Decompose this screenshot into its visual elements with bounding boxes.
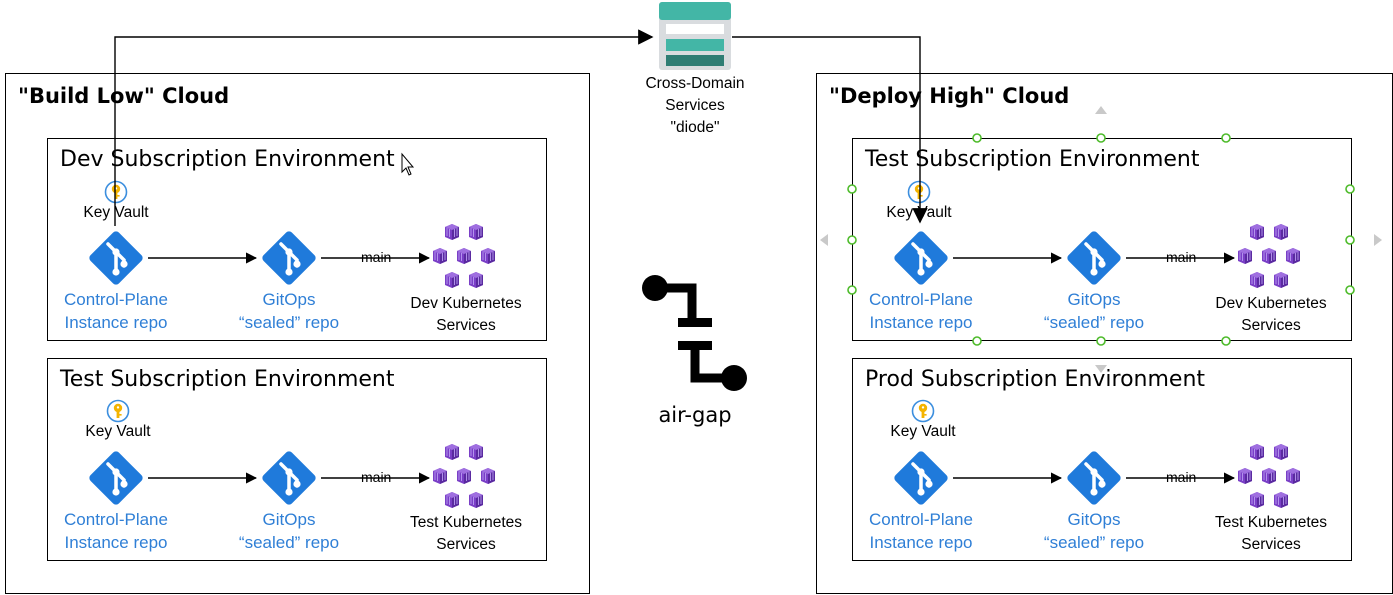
k8s-label: Test Kubernetes [1214, 514, 1327, 531]
edge-main-label: main [360, 249, 393, 265]
k8s-label: Dev Kubernetes [410, 295, 522, 312]
cross-domain-services-icon[interactable] [658, 1, 732, 71]
git-repo-icon[interactable] [1062, 446, 1126, 510]
gitops-label: GitOps [262, 510, 316, 529]
k8s-label-2: Services [1241, 536, 1301, 553]
k8s-label: Test Kubernetes [409, 514, 522, 531]
edge-main-label: main [360, 469, 393, 485]
gitops-label-2: “sealed” repo [1043, 313, 1145, 332]
kubernetes-services-icon[interactable] [430, 442, 502, 514]
environment-title: Dev Subscription Environment [60, 147, 395, 172]
k8s-label-2: Services [436, 317, 496, 334]
gitops-label-2: “sealed” repo [238, 533, 340, 552]
key-vault-label: Key Vault [85, 423, 151, 440]
cds-line-2: Services [665, 97, 725, 114]
kubernetes-services-icon[interactable] [430, 222, 502, 294]
kubernetes-services-icon[interactable] [1235, 222, 1307, 294]
git-repo-icon[interactable] [84, 446, 148, 510]
k8s-label-2: Services [1241, 317, 1301, 334]
git-repo-icon[interactable] [84, 226, 148, 290]
cds-line-1: Cross-Domain [645, 75, 745, 92]
edge-main-label: main [1165, 249, 1198, 265]
git-repo-icon[interactable] [889, 226, 953, 290]
cross-domain-services-label: Cross-Domain Services "diode" [630, 73, 760, 139]
gitops-label-2: “sealed” repo [238, 313, 340, 332]
key-vault-icon [104, 180, 128, 204]
control-plane-label: Control-Plane [869, 290, 973, 309]
gitops-label: GitOps [262, 290, 316, 309]
gitops-label: GitOps [1067, 290, 1121, 309]
air-gap-label: air-gap [658, 403, 732, 427]
control-plane-label-2: Instance repo [869, 313, 973, 332]
control-plane-label: Control-Plane [869, 510, 973, 529]
kubernetes-services-icon[interactable] [1235, 442, 1307, 514]
git-repo-icon[interactable] [257, 446, 321, 510]
control-plane-label-2: Instance repo [64, 313, 168, 332]
key-vault-label: Key Vault [890, 423, 956, 440]
cloud-title: "Deploy High" Cloud [829, 84, 1070, 108]
environment-title: Test Subscription Environment [865, 147, 1200, 172]
key-vault-label: Key Vault [886, 204, 952, 221]
k8s-label: Dev Kubernetes [1215, 295, 1327, 312]
cloud-title: "Build Low" Cloud [18, 84, 230, 108]
cds-line-3: "diode" [670, 119, 720, 136]
git-repo-icon[interactable] [257, 226, 321, 290]
environment-title: Prod Subscription Environment [865, 367, 1206, 392]
control-plane-label: Control-Plane [64, 510, 168, 529]
control-plane-label: Control-Plane [64, 290, 168, 309]
control-plane-label-2: Instance repo [869, 533, 973, 552]
gitops-label: GitOps [1067, 510, 1121, 529]
k8s-label-2: Services [436, 536, 496, 553]
gitops-label-2: “sealed” repo [1043, 533, 1145, 552]
key-vault-icon [907, 180, 931, 204]
environment-title: Test Subscription Environment [60, 367, 395, 392]
edge-main-label: main [1165, 469, 1198, 485]
key-vault-icon [911, 399, 935, 423]
air-gap-icon [642, 275, 747, 391]
git-repo-icon[interactable] [889, 446, 953, 510]
git-repo-icon[interactable] [1062, 226, 1126, 290]
key-vault-icon [106, 399, 130, 423]
key-vault-label: Key Vault [83, 204, 149, 221]
control-plane-label-2: Instance repo [64, 533, 168, 552]
